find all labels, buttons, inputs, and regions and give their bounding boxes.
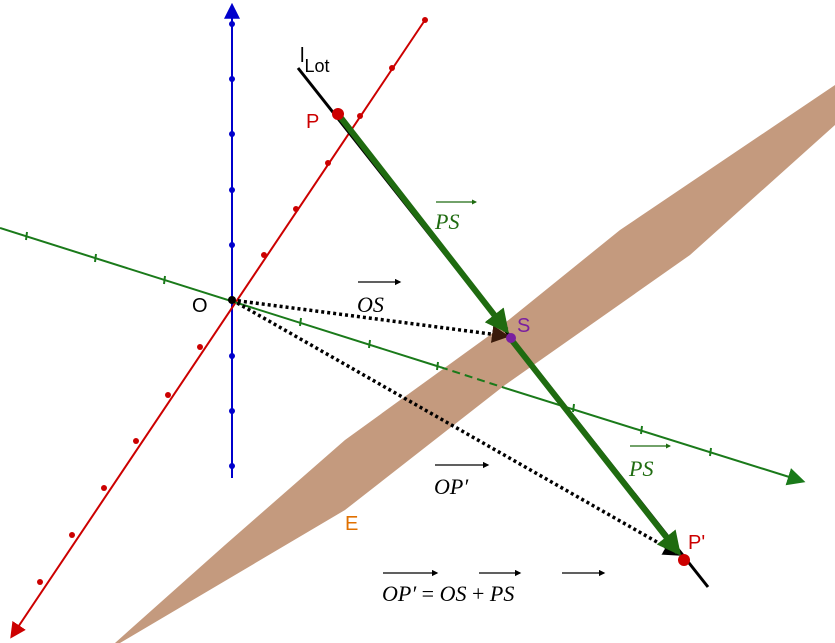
label-plane-e: E <box>345 513 358 535</box>
point-p <box>332 108 344 120</box>
equation: OP′ = OS + PS <box>382 569 606 606</box>
label-s: S <box>517 315 530 337</box>
label-origin: O <box>192 295 208 317</box>
svg-text:PS: PS <box>434 209 459 234</box>
point-p-prime <box>678 554 690 566</box>
svg-text:OP′: OP′ <box>434 474 469 499</box>
label-p: P <box>306 111 319 133</box>
y-axis-hidden <box>439 366 506 389</box>
vector-label-ps-right: PS <box>628 443 672 481</box>
vector-label-os: OS <box>357 278 402 317</box>
vector-label-ps-top: PS <box>434 199 478 234</box>
svg-text:PS: PS <box>628 456 653 481</box>
point-s <box>506 333 516 343</box>
vector-ps-bottom <box>507 336 681 556</box>
z-axis-ticks <box>229 21 235 469</box>
point-origin <box>228 296 236 304</box>
vector-op-prime <box>231 298 682 556</box>
y-axis-ticks <box>25 231 712 457</box>
label-lot-line: lLot <box>300 45 329 76</box>
svg-text:OP′ = OS + PS: OP′ = OS + PS <box>382 581 514 606</box>
y-axis-back <box>504 387 806 486</box>
label-p-prime: P' <box>688 532 705 554</box>
vector-os <box>231 298 510 343</box>
vector-label-op-prime: OP′ <box>434 461 490 499</box>
x-axis-ticks <box>37 17 428 585</box>
y-axis-front <box>0 227 441 368</box>
svg-text:OS: OS <box>357 292 384 317</box>
plane-e <box>115 85 835 643</box>
x-axis <box>10 19 426 639</box>
vector-ps-top <box>335 112 509 334</box>
